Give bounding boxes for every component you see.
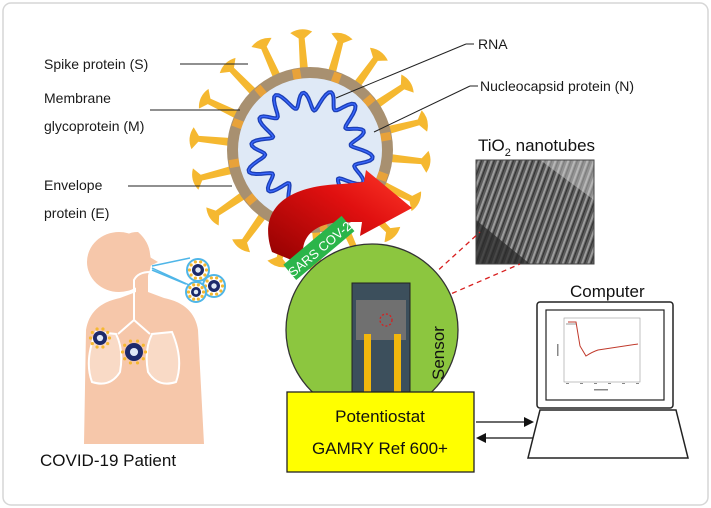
spike-protein <box>189 127 231 150</box>
nucleocapsid-label: Nucleocapsid protein (N) <box>480 78 634 94</box>
envelope-protein <box>231 118 244 130</box>
envelope-label-line2: protein (E) <box>44 205 109 221</box>
sensor-label: Sensor <box>429 326 448 380</box>
tio2-sem-image <box>475 159 595 265</box>
patient-label: COVID-19 Patient <box>40 451 176 470</box>
potentiostat-box <box>286 391 475 473</box>
response-plot <box>557 317 641 391</box>
spike-protein <box>373 74 414 109</box>
envelope-protein <box>380 131 392 142</box>
spike-protein <box>290 29 313 71</box>
sensing-spot <box>379 313 393 327</box>
spike-protein <box>389 150 431 173</box>
envelope-protein <box>244 193 258 206</box>
spike-protein <box>353 47 388 88</box>
envelope-protein <box>330 71 342 84</box>
spike-protein <box>198 88 240 119</box>
exhaled-aerosol <box>151 257 226 303</box>
aerosol-virions <box>185 258 226 303</box>
computer-keyboard <box>527 409 689 459</box>
respiratory-tract <box>87 271 181 385</box>
envelope-protein <box>376 170 389 182</box>
envelope-protein <box>291 68 302 80</box>
spike-protein <box>380 181 422 212</box>
potentiostat-label-line2: GAMRY Ref 600+ <box>312 439 448 458</box>
potentiostat-label-line1: Potentiostat <box>335 407 425 426</box>
lung-virions <box>88 327 148 365</box>
rna-leader-line <box>335 43 467 99</box>
mini-virion <box>202 274 226 298</box>
envelope-protein <box>228 158 240 169</box>
electrode-chip <box>351 282 411 404</box>
data-link-arrows <box>476 417 534 443</box>
spike-protein <box>327 32 353 75</box>
spike-protein <box>192 165 234 190</box>
rna-label: RNA <box>478 36 508 52</box>
mini-virion <box>186 258 210 282</box>
membrane-label-line1: Membrane <box>44 90 111 106</box>
spike-protein <box>251 37 281 79</box>
zoom-line-lower <box>385 263 521 323</box>
spike-protein <box>206 191 247 226</box>
spike-protein <box>232 212 267 253</box>
envelope-label-line1: Envelope <box>44 177 103 193</box>
spike-protein <box>386 110 428 135</box>
mini-virion <box>185 281 207 303</box>
computer-monitor <box>536 301 674 409</box>
mini-virion <box>88 327 112 349</box>
envelope-protein <box>254 84 267 98</box>
patient-body <box>84 232 204 444</box>
mini-virion <box>120 339 148 365</box>
spike-protein-label: Spike protein (S) <box>44 56 148 72</box>
nucleocapsid-leader-line <box>373 85 471 133</box>
spike-protein <box>219 57 258 96</box>
membrane-label-line2: glycoprotein (M) <box>44 118 144 134</box>
tio2-nanotubes-title: TiO2 nanotubes <box>478 136 595 159</box>
envelope-protein <box>362 94 376 107</box>
computer-label: Computer <box>570 282 645 301</box>
